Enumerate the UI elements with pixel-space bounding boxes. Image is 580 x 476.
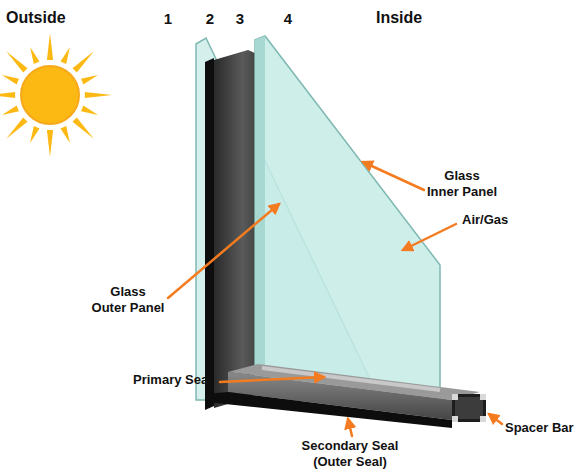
butyl-corner <box>452 394 458 400</box>
callout-number: 3 <box>236 10 244 28</box>
callout-number: 4 <box>284 10 292 28</box>
sun-ray <box>61 126 70 143</box>
leader-arrow <box>363 162 424 190</box>
leader-arrow <box>168 204 279 298</box>
sun-ray <box>81 106 98 115</box>
sun-ray <box>0 92 15 98</box>
side-heading: Inside <box>376 8 422 27</box>
butyl-corner <box>480 394 486 400</box>
part-label: Glass Outer Panel <box>92 284 165 315</box>
secondary-seal-strip <box>205 58 214 410</box>
part-label: Air/Gas <box>462 212 508 228</box>
sun-ray <box>2 106 19 115</box>
sun-ray <box>2 75 19 84</box>
part-label: Spacer Bar <box>505 420 574 436</box>
sun-ray <box>30 47 39 64</box>
sun-ray <box>61 47 70 64</box>
sun-ray <box>85 92 112 98</box>
butyl-corner <box>480 416 486 422</box>
sun-ray <box>30 126 39 143</box>
sun-ray <box>6 51 27 72</box>
sun-ray <box>81 75 98 84</box>
side-heading: Outside <box>6 8 66 27</box>
leader-arrow <box>348 419 352 436</box>
sun-ray <box>73 51 94 72</box>
spacer-end-cap <box>452 394 486 422</box>
part-label: Secondary Seal (Outer Seal) <box>302 438 399 469</box>
spacer-end-core <box>455 397 483 419</box>
inner-glass-pane <box>255 36 440 404</box>
sun-ray <box>47 33 53 60</box>
callout-number: 1 <box>164 10 172 28</box>
part-label: Primary Seal <box>133 372 212 388</box>
leader-arrow <box>220 377 324 382</box>
sun-icon <box>0 33 112 157</box>
leader-arrow <box>489 414 502 424</box>
sun-disc <box>21 66 79 124</box>
inner-pane-edge <box>255 36 265 384</box>
sun-ray <box>73 118 94 139</box>
secondary-seal-bottom <box>206 392 452 428</box>
butyl-corner <box>452 416 458 422</box>
sun-ray <box>6 118 27 139</box>
part-label: Glass Inner Panel <box>427 168 497 199</box>
sun-rays <box>0 33 112 157</box>
sun-ray <box>47 130 53 157</box>
callout-number: 2 <box>206 10 214 28</box>
leader-arrow <box>403 224 456 250</box>
